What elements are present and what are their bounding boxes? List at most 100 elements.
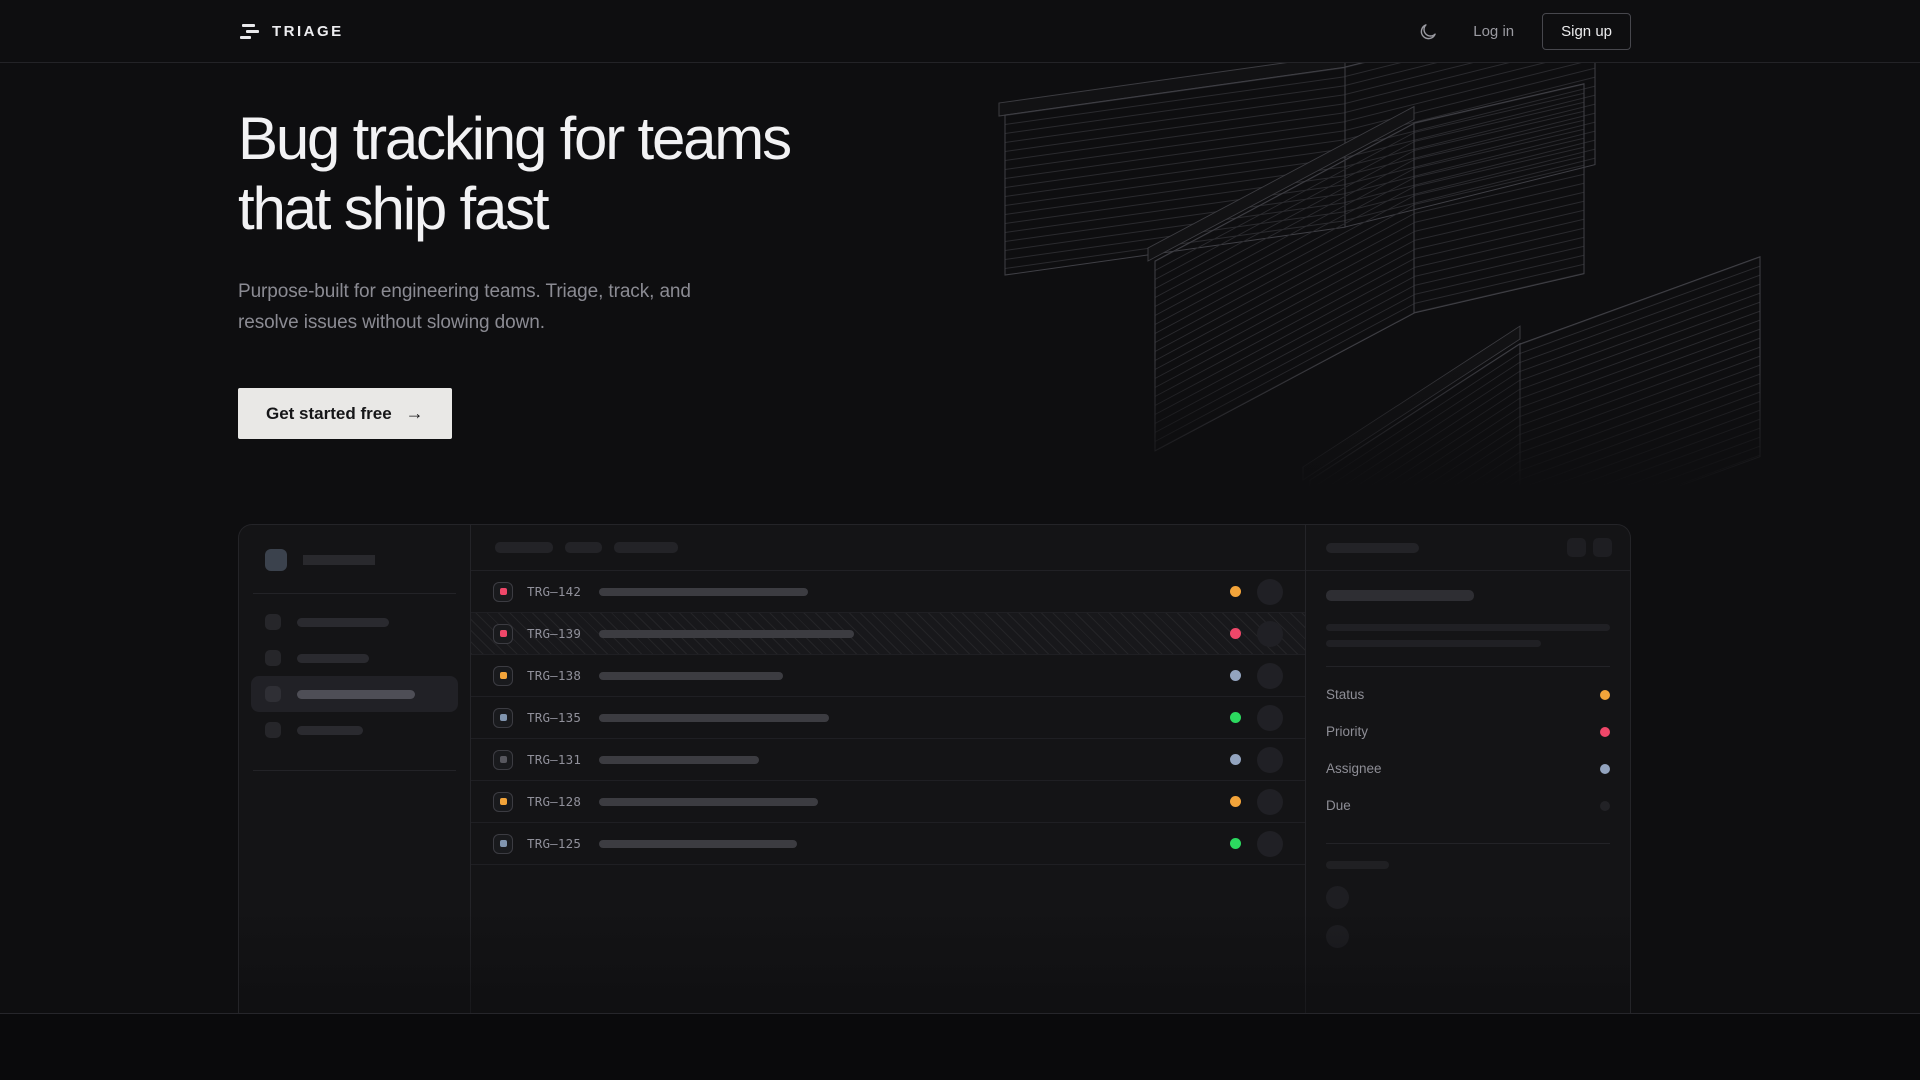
issue-assignee-avatar	[1257, 788, 1283, 815]
arrow-right-icon: →	[405, 403, 424, 423]
login-link[interactable]: Log in	[1473, 23, 1515, 40]
issue-assignee-avatar	[1257, 578, 1283, 605]
issue-id: TRG–138	[527, 668, 582, 683]
issue-title-placeholder	[599, 629, 855, 638]
detail-action-button[interactable]	[1567, 538, 1586, 557]
issue-id: TRG–139	[527, 626, 582, 641]
triage-logo-icon	[238, 23, 260, 40]
workspace-switcher[interactable]	[239, 549, 470, 571]
top-navigation-bar: TRIAGE Log in Sign up	[0, 0, 1920, 63]
issue-properties: Status Priority Assignee Due	[1326, 676, 1610, 824]
sidebar-nav-item[interactable]	[251, 640, 458, 676]
issue-type-icon	[493, 749, 513, 770]
issue-status-dot	[1230, 796, 1241, 807]
issue-status-dot	[1230, 670, 1241, 681]
issue-row[interactable]: TRG–135	[471, 697, 1305, 739]
issue-title-placeholder	[599, 587, 809, 596]
issue-assignee-avatar	[1257, 620, 1283, 647]
nav-item-icon	[265, 686, 281, 702]
issue-description-placeholder	[1326, 624, 1610, 631]
activity-heading-placeholder	[1326, 861, 1389, 869]
issue-title-placeholder	[599, 755, 760, 764]
app-preview-window: TRG–142 TRG–139 TRG–138 TRG–135	[238, 524, 1631, 1013]
sidebar-nav-item-active[interactable]	[251, 676, 458, 712]
wireframe-fade-overlay	[980, 353, 1920, 503]
property-value-dot	[1600, 800, 1610, 811]
issue-type-icon	[493, 581, 513, 602]
issue-id: TRG–125	[527, 836, 582, 851]
issue-row[interactable]: TRG–125	[471, 823, 1305, 865]
wireframe-slabs-graphic	[998, 63, 1761, 503]
filter-chip-placeholder[interactable]	[614, 542, 678, 553]
brand-logo[interactable]: TRIAGE	[238, 23, 344, 40]
issue-row[interactable]: TRG–138	[471, 655, 1305, 697]
property-label: Assignee	[1326, 761, 1382, 776]
issue-assignee-avatar	[1257, 704, 1283, 731]
nav-item-icon	[265, 650, 281, 666]
issue-detail-panel: Status Priority Assignee Due	[1306, 525, 1630, 1013]
issue-assignee-avatar	[1257, 830, 1283, 857]
issue-row[interactable]: TRG–128	[471, 781, 1305, 823]
nav-item-label-placeholder	[297, 617, 389, 627]
issue-list-panel: TRG–142 TRG–139 TRG–138 TRG–135	[471, 525, 1306, 1013]
brand-name: TRIAGE	[272, 23, 344, 40]
issue-type-icon	[493, 833, 513, 854]
detail-divider	[1326, 843, 1610, 844]
property-row[interactable]: Status	[1326, 676, 1610, 713]
filter-chip-placeholder[interactable]	[565, 542, 602, 553]
workspace-avatar	[265, 549, 287, 571]
issue-rows: TRG–142 TRG–139 TRG–138 TRG–135	[471, 571, 1305, 865]
issue-row[interactable]: TRG–142	[471, 571, 1305, 613]
issue-type-icon	[493, 623, 513, 644]
issue-list-header	[471, 525, 1305, 571]
issue-row[interactable]: TRG–139	[471, 613, 1305, 655]
issue-assignee-avatar	[1257, 662, 1283, 689]
workspace-name-placeholder	[303, 555, 375, 565]
issue-title-placeholder	[599, 839, 798, 848]
detail-action-button[interactable]	[1593, 538, 1612, 557]
property-row[interactable]: Assignee	[1326, 750, 1610, 787]
footer-strip	[0, 1013, 1920, 1080]
get-started-button[interactable]: Get started free →	[238, 388, 452, 439]
issue-status-dot	[1230, 628, 1241, 639]
property-value-dot	[1600, 726, 1610, 737]
sidebar-nav	[239, 594, 470, 748]
issue-type-icon	[493, 665, 513, 686]
nav-item-icon	[265, 722, 281, 738]
comment-avatar-placeholder	[1326, 886, 1349, 909]
property-label: Due	[1326, 798, 1351, 813]
issue-status-dot	[1230, 586, 1241, 597]
issue-title-placeholder	[599, 713, 830, 722]
sidebar-nav-item[interactable]	[251, 712, 458, 748]
property-row[interactable]: Due	[1326, 787, 1610, 824]
detail-body: Status Priority Assignee Due	[1306, 590, 1630, 948]
property-row[interactable]: Priority	[1326, 713, 1610, 750]
issue-description-placeholder	[1326, 640, 1541, 647]
issue-status-dot	[1230, 712, 1241, 723]
issue-title-placeholder	[599, 797, 819, 806]
issue-id: TRG–131	[527, 752, 582, 767]
issue-status-dot	[1230, 838, 1241, 849]
nav-item-label-placeholder	[297, 725, 363, 735]
sidebar-divider	[253, 593, 456, 594]
sidebar-nav-item[interactable]	[251, 604, 458, 640]
issue-title-placeholder	[1326, 590, 1474, 601]
issue-title-placeholder	[599, 671, 784, 680]
nav-item-label-placeholder	[297, 689, 415, 699]
preview-sidebar	[239, 525, 471, 1013]
comment-avatar-placeholder	[1326, 925, 1349, 948]
nav-item-label-placeholder	[297, 653, 369, 663]
filter-chip-placeholder[interactable]	[495, 542, 553, 553]
issue-id: TRG–142	[527, 584, 582, 599]
issue-type-icon	[493, 791, 513, 812]
issue-row[interactable]: TRG–131	[471, 739, 1305, 781]
nav-item-icon	[265, 614, 281, 630]
property-value-dot	[1600, 763, 1610, 774]
detail-breadcrumb-placeholder	[1326, 542, 1419, 553]
signup-button[interactable]: Sign up	[1542, 13, 1631, 50]
theme-toggle-button[interactable]	[1411, 15, 1445, 49]
issue-type-icon	[493, 707, 513, 728]
